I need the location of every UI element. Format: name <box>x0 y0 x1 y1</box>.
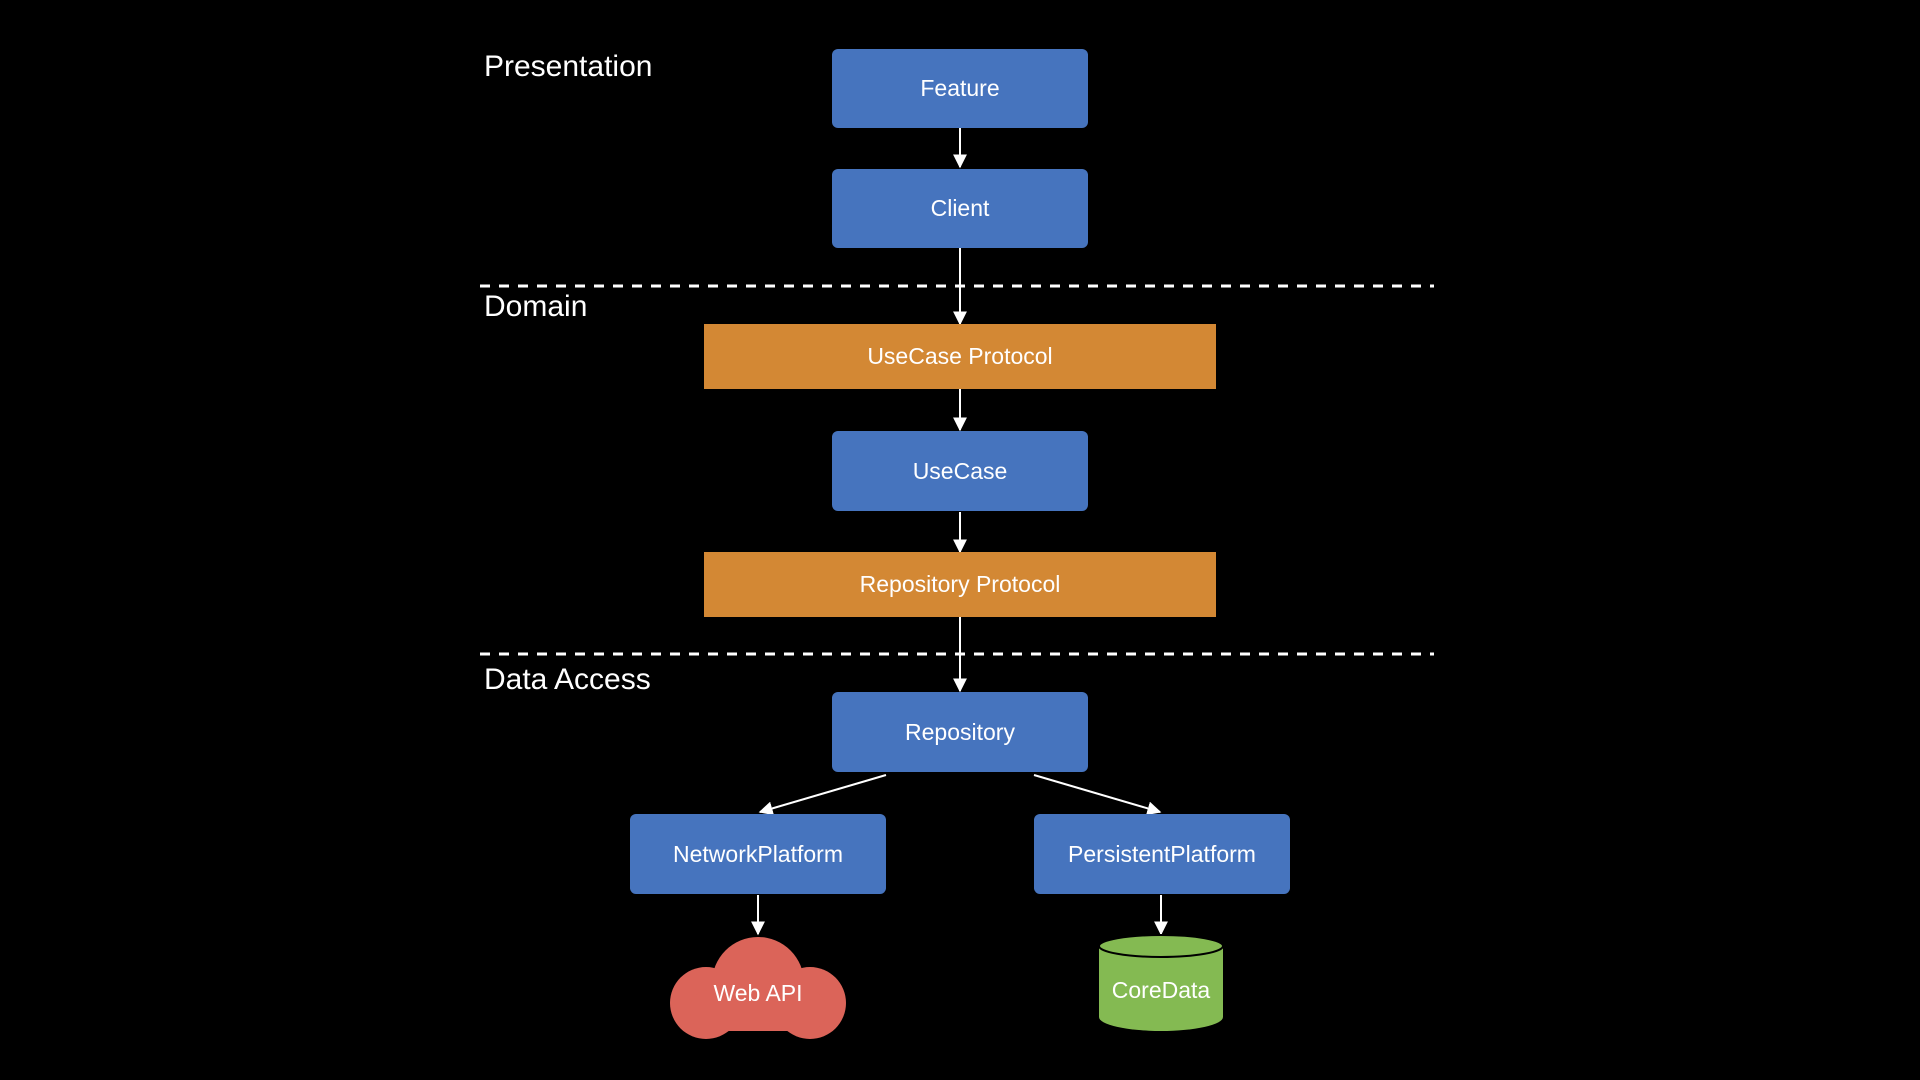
arrow-repository-persistent-platform <box>1033 774 1162 816</box>
client-node: Client <box>832 169 1088 248</box>
layer-label-presentation: Presentation <box>484 50 653 83</box>
network-platform-node: NetworkPlatform <box>630 814 886 894</box>
repository-protocol-node: Repository Protocol <box>704 552 1216 617</box>
layer-label-data-access: Data Access <box>484 663 651 696</box>
web-api-label: Web API <box>713 979 803 1006</box>
usecase-node: UseCase <box>832 431 1088 511</box>
arrow-repository-network-platform <box>758 774 887 816</box>
persistent-platform-node: PersistentPlatform <box>1034 814 1290 894</box>
cloud-icon <box>670 937 846 1039</box>
database-icon <box>1098 934 1224 1031</box>
repository-node: Repository <box>832 692 1088 772</box>
feature-node: Feature <box>832 49 1088 128</box>
core-data-label: CoreData <box>1111 976 1211 1003</box>
layer-label-domain: Domain <box>484 290 588 323</box>
usecase-protocol-node: UseCase Protocol <box>704 324 1216 389</box>
